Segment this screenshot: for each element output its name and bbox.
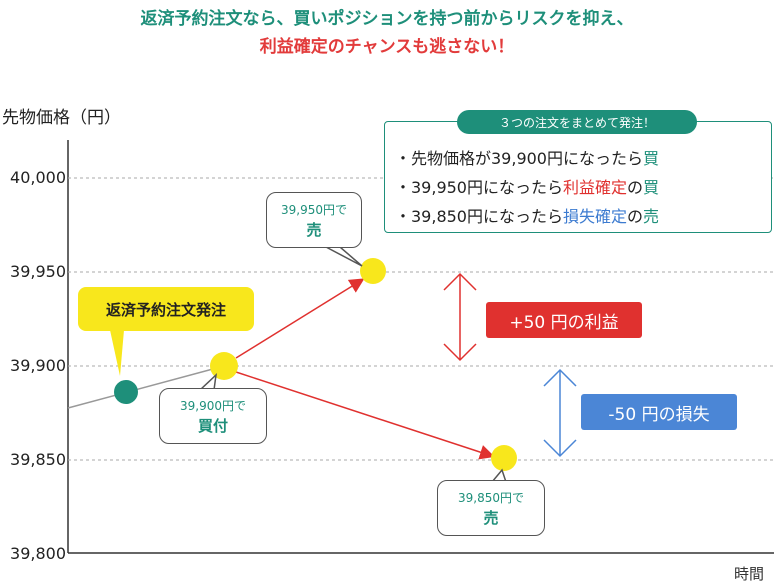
bubble-buy-price: 39,900円で (180, 399, 246, 413)
info-box-title: ３つの注文をまとめて発注！ (457, 110, 697, 134)
bubble-sell-low-action: 売 (483, 509, 499, 527)
bubble-sell-high-price: 39,950円で (281, 203, 347, 217)
info-line-1: ・先物価格が39,900円になったら買 (395, 149, 660, 168)
bubble-buy: 39,900円で 買付 (159, 388, 267, 444)
buy-point (210, 352, 238, 380)
loss-tag: -50 円の損失 (581, 394, 737, 430)
arrow-to-stop-loss (235, 371, 495, 460)
bubble-sell-high-action: 売 (306, 221, 322, 239)
y-tick-39900: 39,900 (10, 356, 66, 375)
info-line-3: ・39,850円になったら損失確定の売 (395, 207, 660, 226)
take-profit-point (360, 258, 386, 284)
y-tick-39850: 39,850 (10, 450, 66, 469)
headline-line-2: 利益確定のチャンスも逃さない！ (259, 37, 515, 57)
info-box (384, 121, 772, 233)
stop-loss-point (491, 445, 517, 471)
bubble-sell-low: 39,850円で 売 (437, 480, 545, 536)
arrow-to-take-profit (235, 278, 365, 359)
order-placed-point (114, 380, 138, 404)
info-line-2: ・39,950円になったら利益確定の買 (395, 178, 660, 197)
bubble-sell-low-price: 39,850円で (458, 491, 524, 505)
headline-line-1: 返済予約注文なら、買いポジションを持つ前からリスクを抑え、 (140, 9, 634, 29)
order-callout: 返済予約注文発注 (78, 287, 254, 331)
x-axis-label: 時間 (733, 565, 764, 583)
y-axis-label: 先物価格（円） (2, 108, 121, 128)
profit-tag: +50 円の利益 (486, 302, 642, 338)
y-tick-39950: 39,950 (10, 262, 66, 281)
callout-pointer (110, 330, 124, 376)
bubble-buy-action: 買付 (197, 417, 228, 435)
y-tick-39800: 39,800 (10, 544, 66, 563)
y-tick-40000: 40,000 (10, 168, 66, 187)
bubble-sell-high: 39,950円で 売 (266, 192, 362, 248)
bubble-tail-sell-high (325, 246, 363, 267)
price-path (67, 365, 225, 409)
